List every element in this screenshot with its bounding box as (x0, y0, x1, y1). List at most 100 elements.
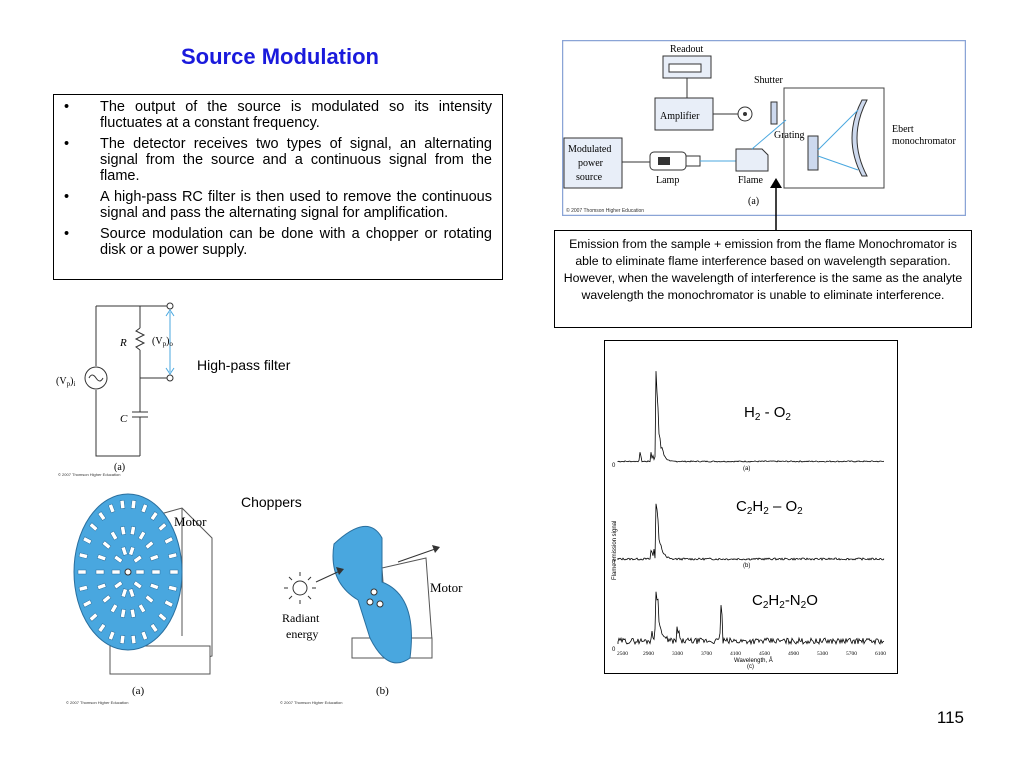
disk-slot (119, 635, 126, 644)
disk-slot (113, 580, 124, 590)
disk-slot (149, 511, 159, 521)
bullet-box: The output of the source is modulated so… (53, 94, 503, 280)
x-tick-label: 3300 (672, 651, 683, 657)
bullet-item: The output of the source is modulated so… (62, 99, 492, 131)
disk-slot (151, 569, 161, 575)
disk-slot (82, 599, 93, 608)
x-tick-label: 2500 (617, 651, 628, 657)
rotating-disk-chopper: Motor (a) © 2007 Thomson Higher Educatio… (66, 493, 213, 705)
disk-slot (96, 554, 107, 562)
disk-slot (78, 552, 89, 559)
chopper-panel-a: (a) (132, 685, 145, 697)
disk-slot (163, 599, 174, 608)
x-tick-label: 2900 (643, 651, 654, 657)
page-number: 115 (936, 708, 964, 727)
disk-slot (129, 526, 136, 536)
spectrum-trace (617, 503, 885, 561)
disk-hub (124, 568, 132, 576)
spectra-panel-c: (c) (747, 664, 754, 670)
disk-slot (144, 540, 155, 550)
disk-slot (111, 569, 121, 575)
x-tick-label: 5300 (817, 651, 828, 657)
beam-arrow (397, 547, 439, 563)
bullet-item: Source modulation can be done with a cho… (62, 226, 492, 258)
radiant-label-2: energy (286, 627, 318, 641)
flame-icon (735, 148, 769, 172)
x-tick-labels: 2500 2900 3300 3700 4100 4500 4900 5300 … (617, 651, 886, 657)
terminal-icon (166, 374, 174, 382)
disk-slot (130, 635, 137, 644)
resistor-label: R (119, 337, 127, 349)
light-ray (817, 155, 859, 171)
detector-dot (743, 112, 747, 116)
rotating-sector-chopper: Motor Radiant energy (b) © 2007 Thomson … (280, 525, 463, 705)
c2h2-o2-label: C2H2 – O2 (736, 498, 803, 517)
ebert-label-1: Ebert (892, 124, 914, 135)
monochromator-box (783, 87, 885, 189)
light-ray (751, 119, 787, 150)
amplifier-box (654, 97, 714, 131)
disk-slot (108, 503, 116, 514)
circuit-copyright: © 2007 Thomson Higher Education (58, 472, 120, 477)
disk-slot (132, 580, 143, 590)
choppers-label: Choppers (241, 494, 302, 510)
ebert-label-2: monochromator (892, 136, 957, 147)
spectra-ylabel: Flame emission signal (612, 521, 618, 580)
disk-slot (144, 594, 155, 604)
schematic-panel-label: (a) (748, 196, 759, 207)
x-tick-label: 4500 (759, 651, 770, 657)
disk-slot (101, 594, 112, 604)
disk-slot (120, 608, 127, 618)
lamp-filament (658, 157, 670, 165)
lamp-window (685, 155, 701, 167)
base-plate (109, 645, 211, 675)
schematic-border (562, 40, 966, 216)
blade-hole (370, 588, 378, 596)
disk-slot (128, 588, 136, 598)
flame-label: Flame (738, 175, 764, 186)
bullet-item: The detector receives two types of signa… (62, 136, 492, 184)
radiant-label-1: Radiant (282, 611, 320, 625)
power-source-box (563, 137, 623, 189)
pointer-arrow (770, 178, 782, 230)
circuit-panel-label: (a) (114, 462, 125, 473)
disk-slot (120, 588, 128, 598)
bullet-list: The output of the source is modulated so… (62, 99, 492, 258)
radiant-source-icon (292, 580, 308, 596)
disk-slot (149, 623, 159, 633)
wire (139, 350, 170, 379)
spectrum-trace (617, 371, 885, 463)
disk-slot (149, 554, 160, 562)
chopper-copyright-a: © 2007 Thomson Higher Education (66, 700, 128, 705)
motor-label-a: Motor (174, 514, 207, 529)
motor-label-b: Motor (430, 580, 463, 595)
power-source-label-3: source (576, 172, 603, 183)
resistor-icon (134, 327, 146, 351)
light-ray (817, 109, 859, 151)
disk-slot (77, 569, 87, 575)
zero-label: 0 (612, 463, 616, 469)
x-tick-label: 6100 (875, 651, 886, 657)
zero-label: 0 (612, 560, 616, 566)
arrow-head (165, 367, 175, 375)
interference-note: Emission from the sample + emission from… (554, 230, 972, 328)
spectrum-trace (617, 591, 885, 646)
power-source-label-1: Modulated (568, 144, 611, 155)
blade-hole (376, 600, 384, 608)
disk-slot (78, 585, 89, 592)
capacitor-label: C (120, 413, 128, 425)
flame-emission-spectra: Flame emission signal 0 0 0 (a) (b) (c) … (604, 340, 898, 674)
lamp-label: Lamp (656, 175, 679, 186)
high-pass-rc-circuit: R C (Vp)i (Vp)o (a) © 2007 Thomson Highe… (56, 302, 175, 477)
sine-glyph (88, 374, 104, 382)
disk-slot (101, 540, 112, 550)
disk-slot (167, 585, 178, 592)
disk-slot (97, 511, 107, 521)
arrow-head (165, 309, 175, 317)
grating-label: Grating (774, 130, 805, 141)
disk-slot (120, 526, 127, 536)
disk-slot (135, 569, 145, 575)
amplifier-label: Amplifier (660, 111, 700, 122)
radiant-rays (284, 572, 316, 604)
blade-hole (366, 598, 374, 606)
